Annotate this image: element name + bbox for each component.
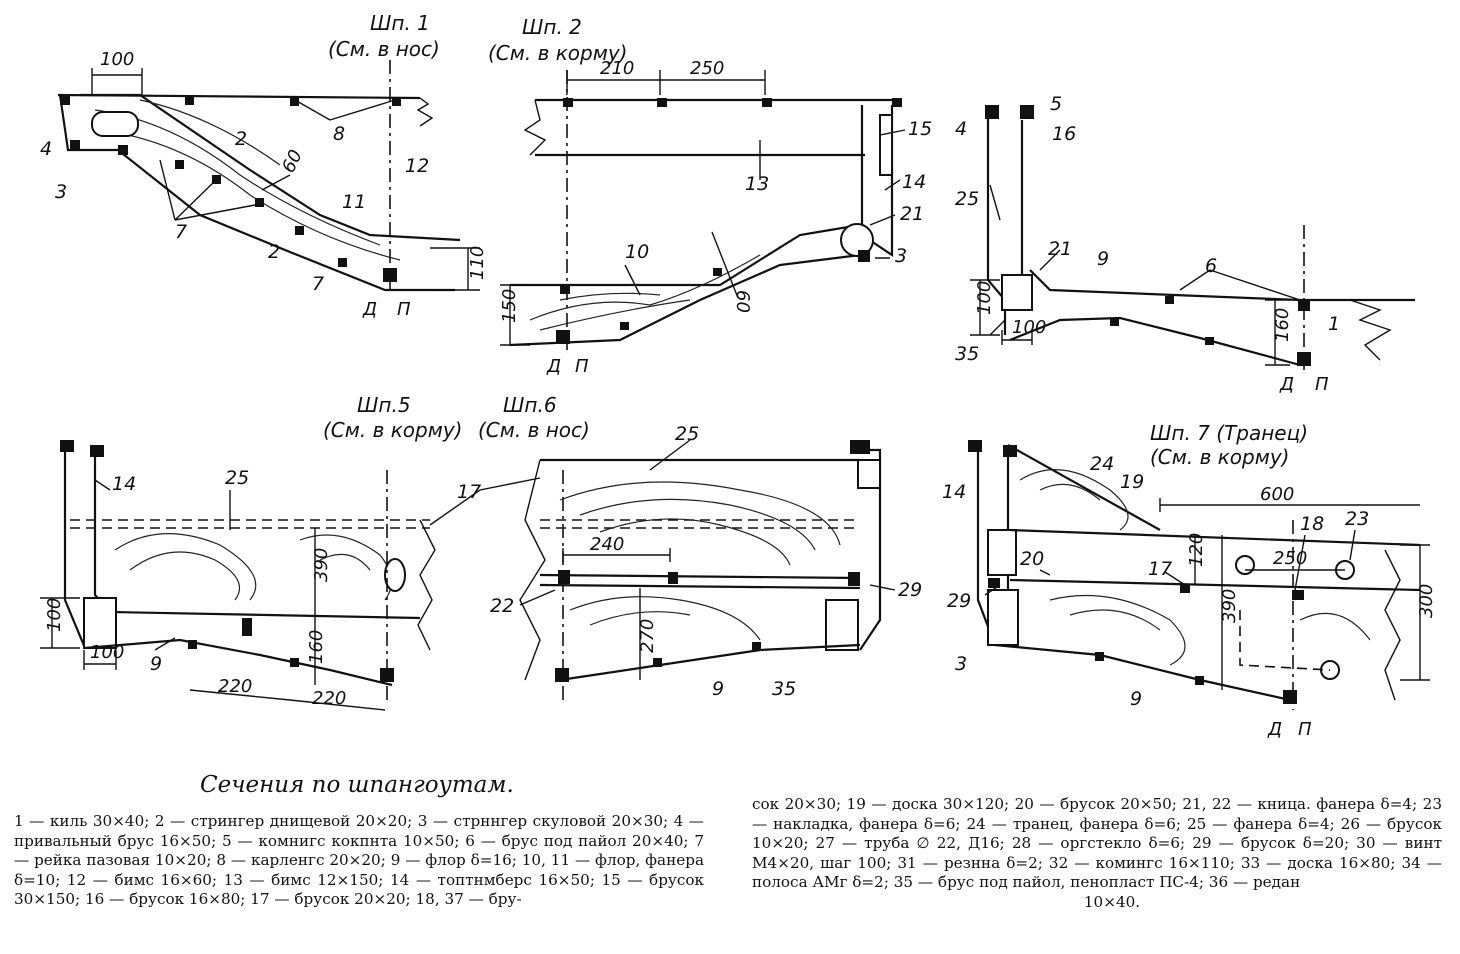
s7-callout-18: 18 bbox=[1300, 513, 1324, 535]
frame-sections-drawing: Шп. 1 (См. в нос) 100 60 110 bbox=[40, 11, 1437, 740]
s7-callout-19: 19 bbox=[1120, 471, 1144, 493]
s6-callout-25: 25 bbox=[675, 423, 699, 445]
section-7: Шп. 7 (Транец) (См. в корму) 600 120 250 bbox=[942, 421, 1437, 740]
s2-callout-10: 10 bbox=[625, 241, 649, 263]
s6-dim-240: 240 bbox=[590, 534, 624, 555]
s6-callout-22: 22 bbox=[490, 595, 514, 617]
s3-dim-100b: 100 bbox=[1012, 317, 1046, 338]
s6-dim-270: 270 bbox=[637, 619, 658, 653]
s3-callout-35: 35 bbox=[955, 343, 979, 365]
s6-subtitle: (См. в нос) bbox=[478, 418, 590, 442]
s2-callout-14: 14 bbox=[902, 171, 926, 193]
s7-callout-9: 9 bbox=[1130, 688, 1142, 710]
s5-dim-100b: 100 bbox=[90, 642, 124, 663]
s7-dim-300: 300 bbox=[1416, 584, 1437, 618]
s5-dim-100a: 100 bbox=[44, 598, 65, 632]
legend-right-column: сок 20×30; 19 — доска 30×120; 20 — брусо… bbox=[752, 795, 1442, 913]
s3-callout-5: 5 bbox=[1050, 93, 1062, 115]
s1-dim-110: 110 bbox=[467, 246, 488, 280]
s7-callout-17: 17 bbox=[1148, 558, 1172, 580]
figure-caption: Сечения по шпангоутам. bbox=[200, 772, 514, 798]
section-6: Шп.6 (См. в нос) 240 270 25 22 29 9 35 bbox=[478, 393, 922, 700]
s5-dim-220a: 220 bbox=[218, 676, 252, 697]
section-1: Шп. 1 (См. в нос) 100 60 110 bbox=[40, 11, 488, 320]
s5-subtitle: (См. в корму) bbox=[323, 418, 462, 442]
s5-callout-25: 25 bbox=[225, 467, 249, 489]
s7-subtitle: (См. в корму) bbox=[1150, 445, 1289, 469]
s7-mark-d: Д bbox=[1267, 719, 1282, 740]
s2-subtitle: (См. в корму) bbox=[488, 41, 627, 65]
s2-callout-15: 15 bbox=[908, 118, 932, 140]
s5-dim-390: 390 bbox=[311, 548, 332, 582]
s1-dim-60: 60 bbox=[278, 147, 307, 177]
s5-callout-14: 14 bbox=[112, 473, 136, 495]
s5-callout-17: 17 bbox=[457, 481, 481, 503]
s2-callout-13: 13 bbox=[745, 173, 769, 195]
s3-callout-1: 1 bbox=[1328, 313, 1340, 335]
s3-callout-9: 9 bbox=[1097, 248, 1109, 270]
s7-callout-14: 14 bbox=[942, 481, 966, 503]
section-3: 100 100 160 5 4 16 25 21 9 6 35 1 Д П bbox=[955, 93, 1415, 395]
s1-callout-7a: 7 bbox=[175, 221, 187, 243]
s1-callout-3: 3 bbox=[55, 181, 67, 203]
s3-callout-25: 25 bbox=[955, 188, 979, 210]
s1-callout-2a: 2 bbox=[235, 128, 247, 150]
s3-dim-100a: 100 bbox=[974, 281, 995, 315]
s1-callout-4: 4 bbox=[40, 138, 52, 160]
s2-callout-21: 21 bbox=[900, 203, 924, 225]
s1-callout-12: 12 bbox=[405, 155, 429, 177]
s7-callout-29: 29 bbox=[947, 590, 971, 612]
s7-callout-20: 20 bbox=[1020, 548, 1044, 570]
s1-mark-p: П bbox=[397, 299, 411, 320]
legend-right-last-line: 10×40. bbox=[1083, 892, 1141, 911]
s2-mark-d: Д bbox=[546, 356, 561, 377]
s1-title: Шп. 1 bbox=[370, 11, 430, 35]
s6-title: Шп.6 bbox=[503, 393, 557, 417]
s1-callout-7b: 7 bbox=[312, 273, 324, 295]
legend-left-column: 1 — киль 30×40; 2 — стрингер днищевой 20… bbox=[14, 812, 704, 909]
s6-callout-29: 29 bbox=[898, 579, 922, 601]
s1-dim-100: 100 bbox=[100, 49, 134, 70]
s3-dim-160: 160 bbox=[1272, 308, 1293, 342]
s7-callout-23: 23 bbox=[1345, 508, 1369, 530]
s3-mark-p: П bbox=[1315, 374, 1329, 395]
s7-dim-250: 250 bbox=[1273, 548, 1307, 569]
s3-mark-d: Д bbox=[1279, 374, 1294, 395]
s5-title: Шп.5 bbox=[357, 393, 411, 417]
s6-callout-35: 35 bbox=[772, 678, 796, 700]
s2-mark-p: П bbox=[575, 356, 589, 377]
s2-dim-210: 210 bbox=[600, 58, 634, 79]
s3-callout-21: 21 bbox=[1048, 238, 1072, 260]
s1-mark-d: Д bbox=[362, 299, 377, 320]
s7-callout-24: 24 bbox=[1090, 453, 1114, 475]
s2-callout-3: 3 bbox=[895, 245, 907, 267]
s2-title: Шп. 2 bbox=[522, 15, 582, 39]
s5-dim-220b: 220 bbox=[312, 688, 346, 709]
s1-callout-11: 11 bbox=[342, 191, 366, 213]
s1-callout-8: 8 bbox=[333, 123, 345, 145]
s2-dim-150: 150 bbox=[499, 289, 520, 323]
s3-callout-6: 6 bbox=[1205, 255, 1217, 277]
legend-right-text: сок 20×30; 19 — доска 30×120; 20 — брусо… bbox=[752, 795, 1442, 892]
s7-dim-120: 120 bbox=[1186, 533, 1207, 567]
s7-dim-390: 390 bbox=[1219, 589, 1240, 623]
s7-callout-3: 3 bbox=[955, 653, 967, 675]
s1-callout-2b: 2 bbox=[268, 241, 280, 263]
s3-callout-16: 16 bbox=[1052, 123, 1076, 145]
s3-callout-4: 4 bbox=[955, 118, 967, 140]
s2-dim-60: 60 bbox=[732, 290, 753, 313]
s5-dim-160: 160 bbox=[306, 630, 327, 664]
s7-dim-600: 600 bbox=[1260, 484, 1294, 505]
s5-callout-9: 9 bbox=[150, 653, 162, 675]
s6-callout-9: 9 bbox=[712, 678, 724, 700]
s2-dim-250: 250 bbox=[690, 58, 724, 79]
s1-subtitle: (См. в нос) bbox=[328, 37, 440, 61]
section-5: Шп.5 (См. в корму) 100 100 390 160 220 2… bbox=[40, 393, 541, 711]
section-2: Шп. 2 (См. в корму) 210 250 150 60 15 13… bbox=[488, 15, 932, 377]
s7-title: Шп. 7 (Транец) bbox=[1150, 421, 1308, 445]
s7-mark-p: П bbox=[1298, 719, 1312, 740]
